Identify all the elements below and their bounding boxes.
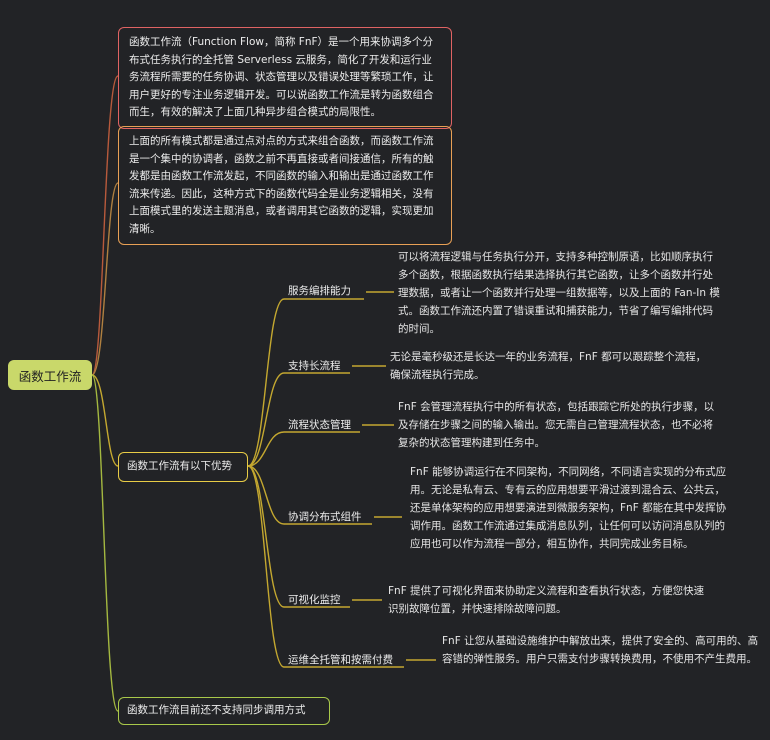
advantage-label-state-management[interactable]: 流程状态管理 (288, 419, 351, 431)
link-root-note1 (91, 75, 119, 376)
advantages-node[interactable]: 函数工作流有以下优势 (118, 452, 248, 482)
advantage-label-long-process[interactable]: 支持长流程 (288, 360, 341, 372)
advantage-label-orchestration[interactable]: 服务编排能力 (288, 285, 351, 297)
note-centralized-coordinator[interactable]: 上面的所有模式都是通过点对点的方式来组合函数，而函数工作流是一个集中的协调者，函… (118, 126, 452, 245)
note-function-flow-intro[interactable]: 函数工作流（Function Flow，简称 FnF）是一个用来协调多个分布式任… (118, 27, 452, 129)
advantage-desc-visual-monitoring: FnF 提供了可视化界面来协助定义流程和查看执行状态，方便您快速识别故障位置，并… (388, 585, 705, 615)
advantage-label-distributed-components[interactable]: 协调分布式组件 (288, 511, 362, 523)
link-root-limitation (91, 374, 119, 712)
advantage-desc-distributed-components: FnF 能够协调运行在不同架构，不同网络，不同语言实现的分布式应用。无论是私有云… (410, 466, 727, 550)
link-adv-3 (247, 431, 285, 467)
advantage-label-visual-monitoring[interactable]: 可视化监控 (288, 594, 341, 606)
limitation-node[interactable]: 函数工作流目前还不支持同步调用方式 (118, 697, 330, 725)
advantage-desc-long-process: 无论是毫秒级还是长达一年的业务流程，FnF 都可以跟踪整个流程，确保流程执行完成… (390, 351, 707, 381)
link-adv-5 (247, 465, 285, 608)
link-adv-2 (247, 372, 285, 467)
advantage-label-managed-ops[interactable]: 运维全托管和按需付费 (288, 654, 393, 666)
link-root-advantages (91, 374, 119, 467)
link-adv-4 (247, 465, 285, 525)
link-root-note2 (91, 182, 119, 376)
advantage-desc-orchestration: 可以将流程逻辑与任务执行分开，支持多种控制原语，比如顺序执行多个函数，根据函数执… (398, 251, 720, 335)
advantage-desc-managed-ops: FnF 让您从基础设施维护中解放出来，提供了安全的、高可用的、高容错的弹性服务。… (442, 635, 759, 665)
root-node[interactable]: 函数工作流 (8, 360, 92, 390)
advantage-desc-state-management: FnF 会管理流程执行中的所有状态，包括跟踪它所处的执行步骤，以及存储在步骤之间… (398, 401, 715, 449)
link-adv-1 (247, 298, 285, 467)
link-adv-6 (247, 465, 285, 668)
